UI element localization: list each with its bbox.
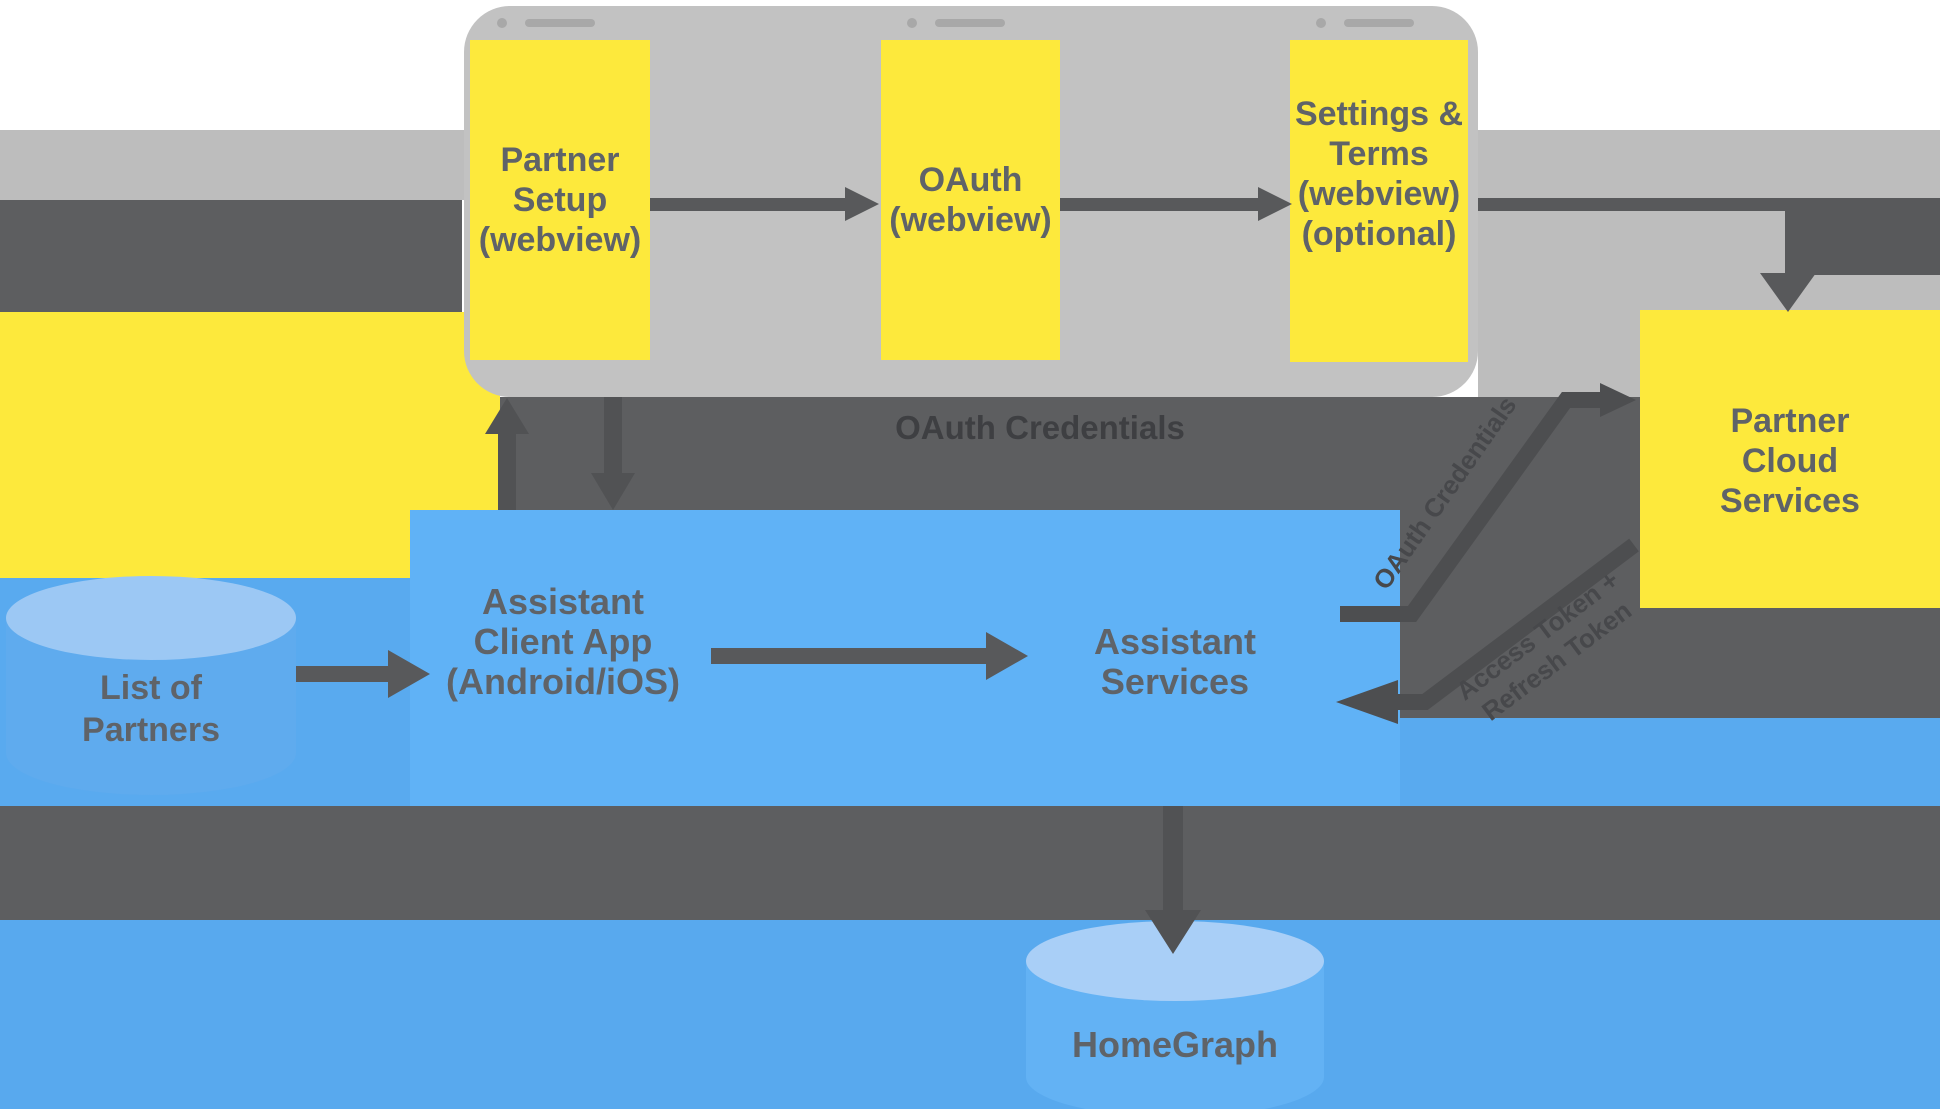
oauth-credentials-label: OAuth Credentials [895, 409, 1185, 446]
phone-speaker-icon [935, 19, 1005, 27]
phone-speaker-icon [525, 19, 595, 27]
phone-speaker-icon [1344, 19, 1414, 27]
cylinder-top [6, 576, 296, 660]
phone-camera-icon [1316, 18, 1326, 28]
assistant-client-app-label: Assistant Client App (Android/iOS) [410, 582, 716, 702]
homegraph-cylinder: HomeGraph [1026, 921, 1324, 1109]
oauth-line2: (webview) [889, 201, 1052, 239]
partner-cloud-line1: Partner [1730, 402, 1850, 440]
list-of-partners-cylinder: List of Partners [6, 576, 296, 796]
dark-slab-between-boxes [1400, 510, 1640, 718]
partner-setup-line2: Setup [512, 181, 608, 219]
phone-camera-icon [497, 18, 507, 28]
partner-cloud-line2: Cloud [1741, 442, 1839, 480]
assistant-client-app-line1: Assistant [481, 581, 645, 622]
list-of-partners-line2: Partners [82, 711, 220, 749]
partner-setup-line1: Partner [500, 141, 620, 179]
settings-terms-line4: (optional) [1301, 215, 1457, 253]
phone-camera-icon [907, 18, 917, 28]
webview-partner-setup: Partner Setup (webview) [470, 40, 650, 360]
list-of-partners-label: List of Partners [6, 667, 296, 751]
band-dark-bottom [0, 806, 1940, 920]
oauth-line1: OAuth [918, 161, 1023, 199]
partner-cloud-services-label: Partner Cloud Services [1640, 310, 1940, 521]
assistant-client-app-line3: (Android/iOS) [446, 661, 680, 702]
dark-slab-below-partner-cloud [1640, 608, 1940, 718]
webview-oauth: OAuth (webview) [881, 40, 1060, 360]
settings-terms-line3: (webview) [1297, 175, 1461, 213]
settings-terms-line1: Settings & [1294, 95, 1464, 133]
block-dark-topright [1785, 198, 1940, 275]
assistant-services-label: Assistant Services [1025, 622, 1325, 702]
band-blue-bottom [0, 920, 1940, 1109]
homegraph-label: HomeGraph [1071, 1024, 1279, 1065]
partner-cloud-line3: Services [1720, 482, 1860, 520]
band-dark-left [0, 200, 462, 312]
partner-setup-line3: (webview) [478, 221, 642, 259]
assistant-client-app-line2: Client App [473, 621, 653, 662]
list-of-partners-line1: List of [100, 669, 202, 707]
webview-settings-terms: Settings & Terms (webview) (optional) [1290, 40, 1468, 362]
partner-cloud-services-box: Partner Cloud Services [1640, 310, 1940, 608]
band-lightgray-left [0, 130, 464, 200]
assistant-services-line2: Services [1100, 661, 1250, 702]
settings-terms-line2: Terms [1329, 135, 1429, 173]
assistant-services-line1: Assistant [1093, 621, 1257, 662]
cylinder-top [1026, 921, 1324, 1001]
